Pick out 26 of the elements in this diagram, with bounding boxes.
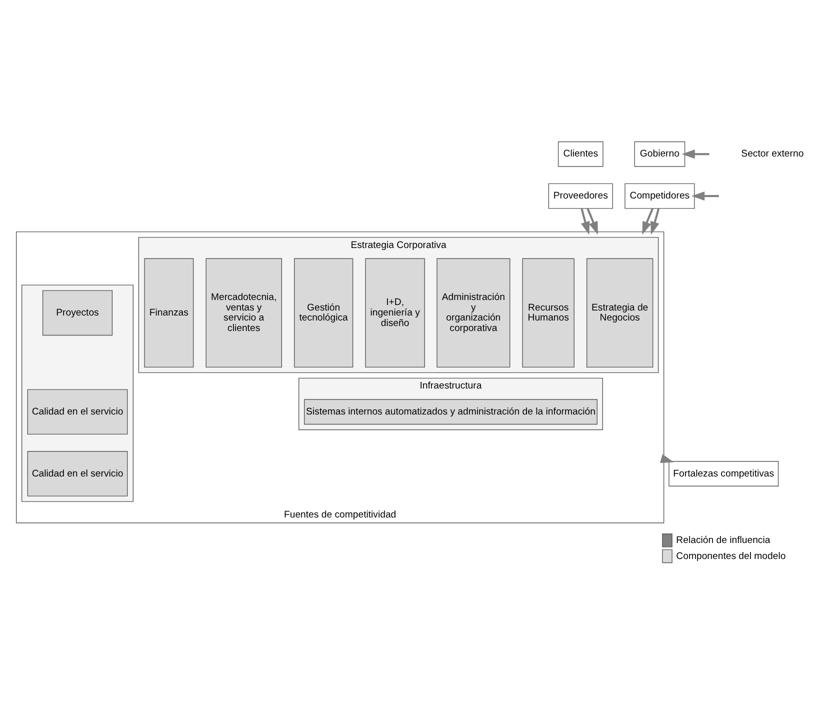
arrow	[682, 149, 710, 158]
cluster	[22, 284, 134, 502]
label: Sector externo	[741, 148, 804, 160]
arrow	[691, 190, 719, 200]
node-box: Sistemas internos automatizados y administración de la información	[304, 398, 598, 424]
node-box: Finanzas	[144, 258, 194, 368]
node-box: Clientes	[558, 140, 604, 166]
node-box: Estrategia de Negocios	[586, 258, 654, 368]
node-box: Proyectos	[42, 290, 113, 336]
legend-label: Relación de influencia	[676, 534, 770, 546]
node-box: Recursos Humanos	[522, 258, 574, 368]
arrow	[650, 208, 660, 234]
node-box: I+D, ingeniería y diseño	[365, 258, 425, 368]
node-box: Gestión tecnológica	[294, 258, 354, 368]
node-box: Competidores	[624, 182, 695, 208]
node-box: Calidad en el servicio	[27, 388, 128, 434]
legend-label: Componentes del modelo	[676, 550, 786, 562]
node-box: Fortalezas competitivas	[668, 460, 779, 486]
node-box: Gobierno	[634, 140, 686, 166]
arrow	[586, 208, 598, 234]
arrow	[580, 208, 590, 234]
node-box: Calidad en el servicio	[27, 450, 128, 496]
arrow	[642, 208, 654, 234]
node-box: Administración y organización corporativa	[436, 258, 510, 368]
node-box: Proveedores	[548, 182, 613, 208]
node-box: Mercadotecnia, ventas y servicio a clientes	[206, 258, 282, 368]
